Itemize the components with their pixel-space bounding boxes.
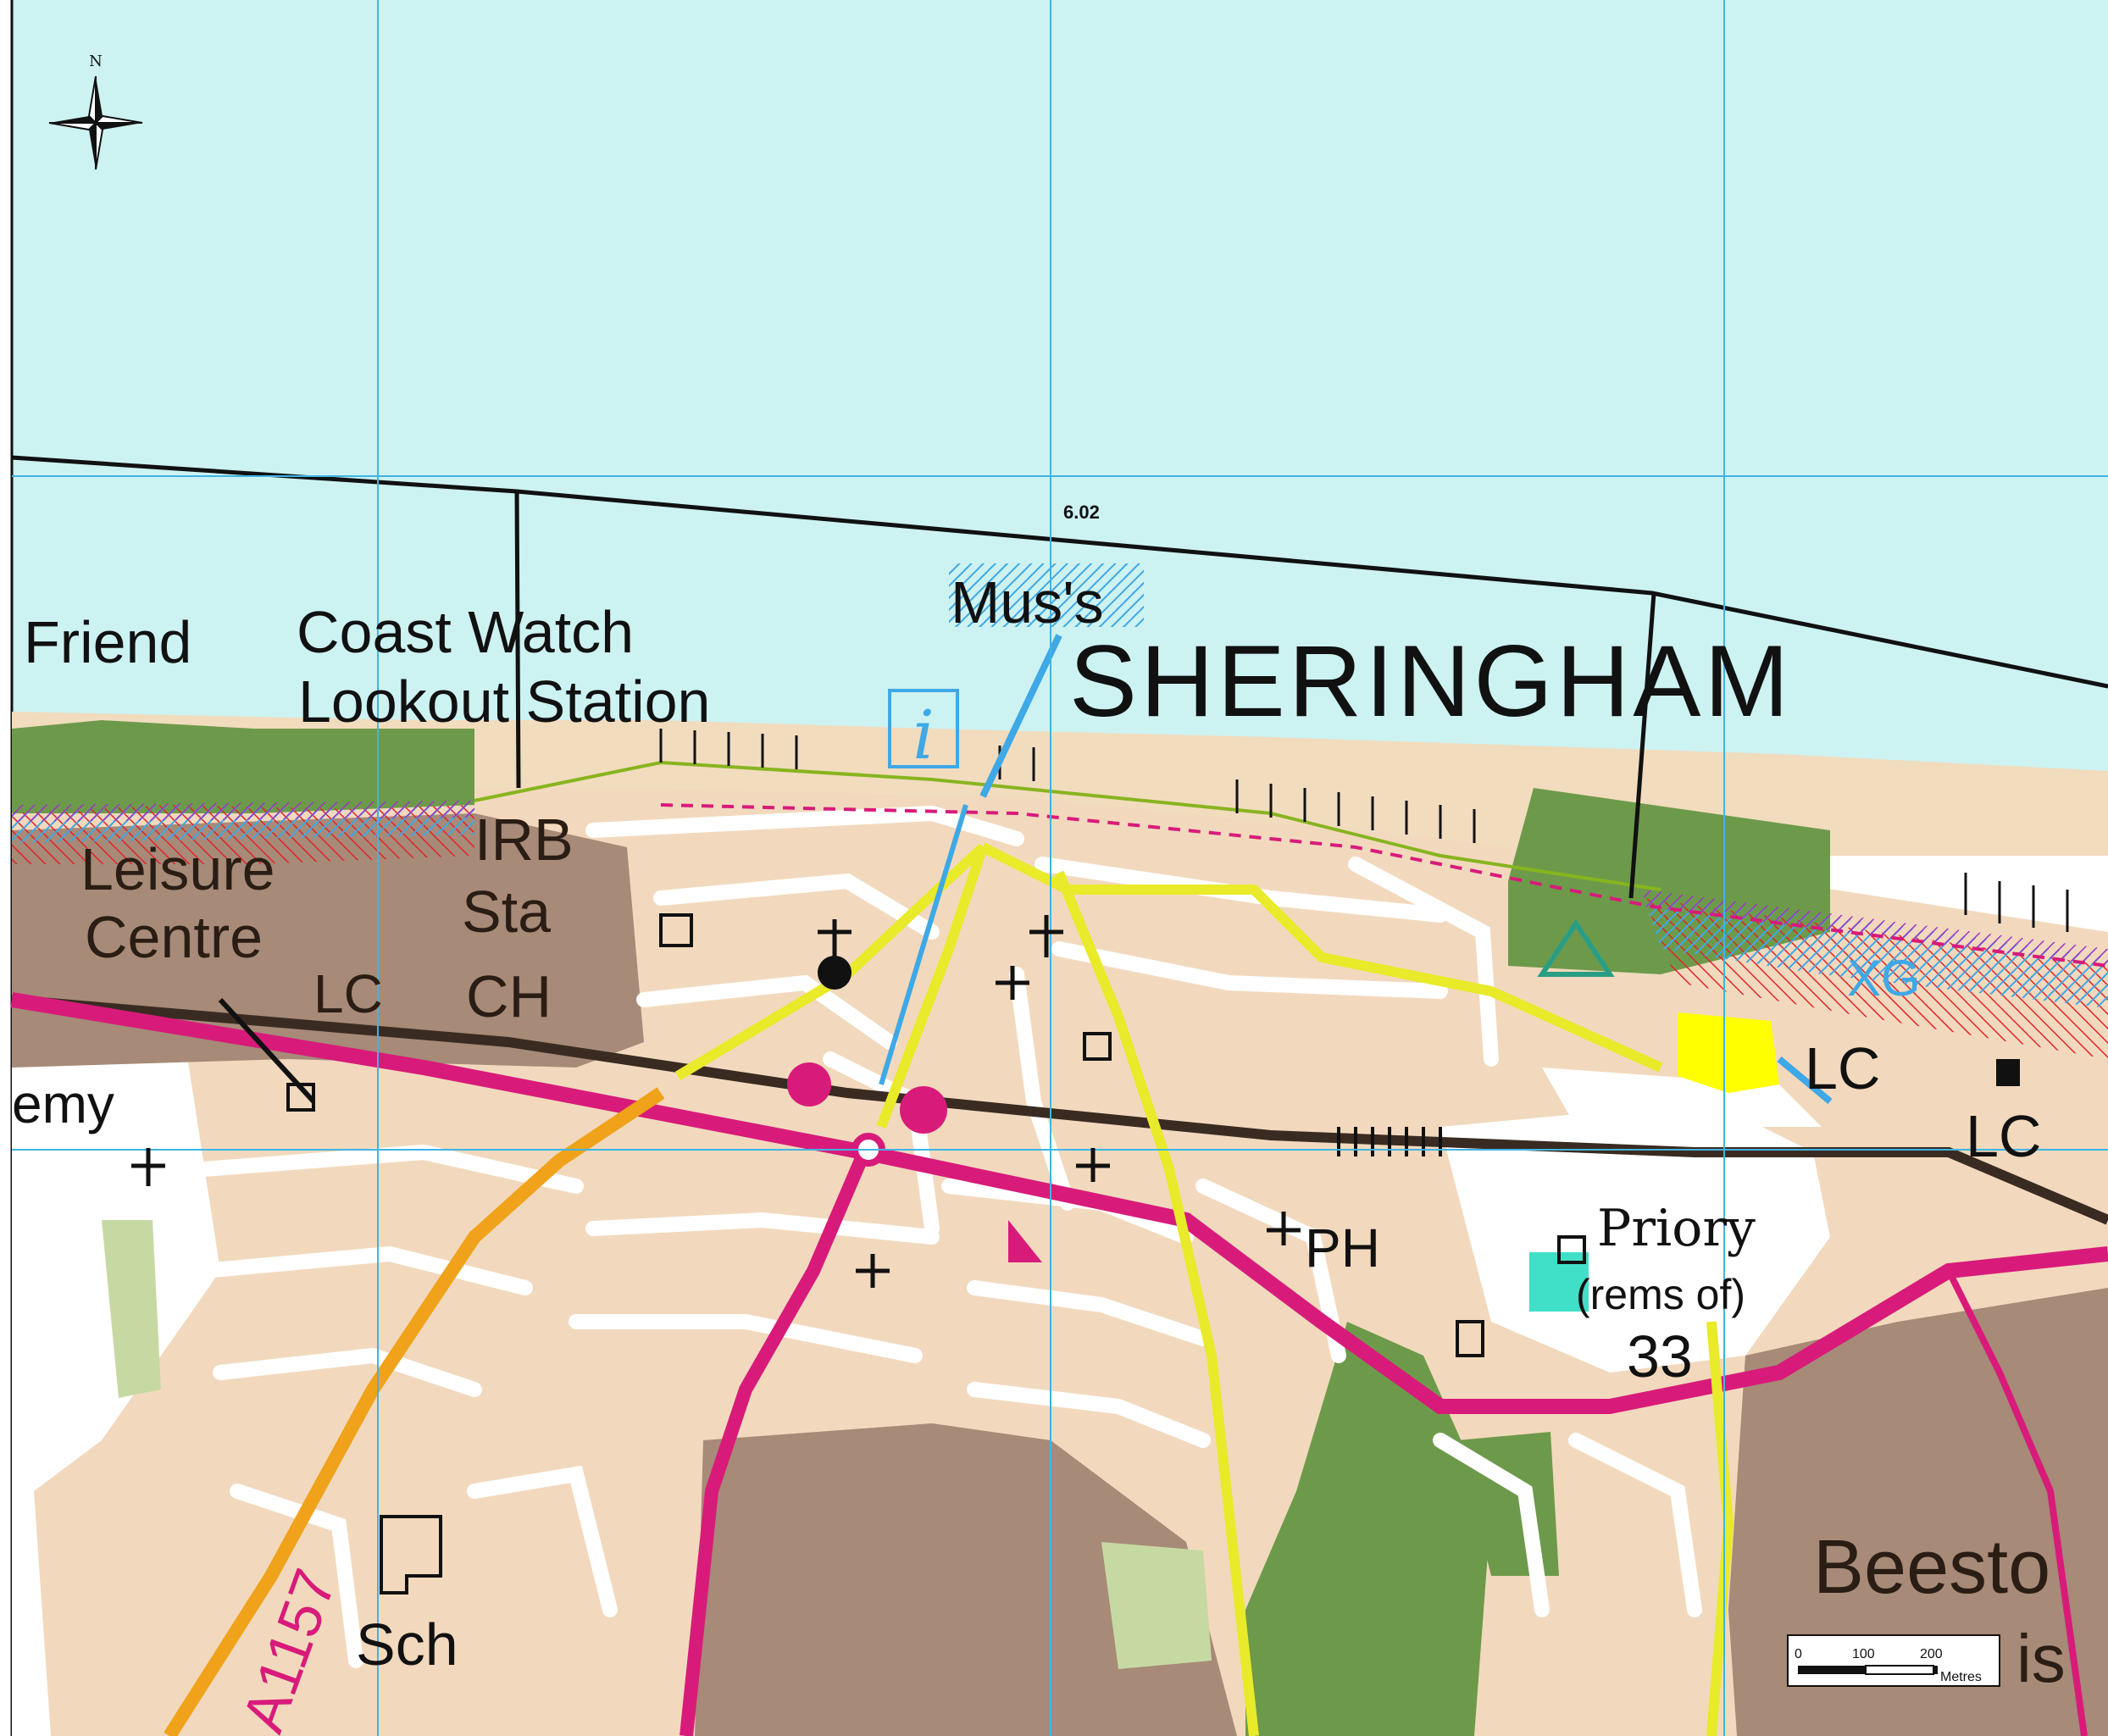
label-coast-watch: Coast Watch	[297, 599, 634, 665]
label-leisure: Leisure	[80, 836, 275, 902]
label-beeston: Beesto	[1813, 1525, 2050, 1610]
label-priory: Priory	[1597, 1199, 1756, 1258]
hatched-zone-west-purple	[12, 801, 474, 822]
scale-unit-label: Metres	[1940, 1670, 1982, 1684]
label-rems-of: (rems of)	[1576, 1271, 1745, 1318]
scale-bar: 0 100 200 Metres	[1787, 1634, 2000, 1687]
label-spot-height: 33	[1627, 1323, 1693, 1389]
label-sta: Sta	[462, 879, 551, 945]
zone-boundaries	[11, 455, 2108, 899]
green-area-west-coast	[12, 720, 474, 813]
label-lc-east-1: LC	[1805, 1035, 1880, 1101]
yellow-area	[1678, 1012, 1779, 1093]
map-left-margin	[0, 0, 12, 1736]
label-emy: emy	[12, 1073, 114, 1134]
green-area-west-strip	[102, 1220, 161, 1398]
railway	[11, 995, 2108, 1225]
sea-area	[12, 0, 2108, 813]
zone-id-label: 6.02	[1063, 502, 1100, 523]
open-land-east	[1542, 1068, 1822, 1127]
label-xg: XG	[1847, 950, 1921, 1007]
grid-lines	[12, 0, 2108, 1736]
scale-tick-200: 200	[1920, 1647, 1943, 1661]
info-pointer-line	[879, 804, 968, 1085]
a-road-south	[680, 1149, 871, 1736]
label-lookout-station: Lookout Station	[298, 668, 710, 735]
label-town-name: SHERINGHAM	[1069, 624, 1792, 738]
hatched-zone-east-purple	[1644, 890, 2108, 966]
tourist-info-box[interactable]	[888, 689, 959, 768]
coast-path	[474, 760, 1661, 891]
brown-area-west	[12, 813, 644, 1068]
label-centre: Centre	[85, 904, 263, 970]
tourist-info-icon: i	[913, 696, 935, 774]
footpath-dashed	[660, 803, 2108, 968]
cliff-ticks	[659, 729, 2069, 932]
label-museums: Mus's	[951, 569, 1104, 635]
brown-area-south-centre	[695, 1423, 1237, 1736]
label-ch: CH	[466, 963, 552, 1029]
scale-tick-0: 0	[1795, 1647, 1802, 1661]
east-pointer	[1777, 1056, 1833, 1105]
label-friend: Friend	[24, 609, 191, 675]
railway-ticks	[1337, 1127, 1442, 1156]
museum-pointer	[979, 634, 1062, 798]
church-tower-symbol	[818, 956, 852, 990]
green-area-south	[1245, 1322, 1491, 1736]
label-school: Sch	[356, 1611, 458, 1678]
east-church-symbol	[1996, 1059, 2020, 1086]
scale-tick-100: 100	[1852, 1647, 1875, 1661]
camping-triangle	[1537, 918, 1615, 977]
hatched-zone-east-blue	[1644, 898, 2108, 1008]
poi-dot-2	[900, 1086, 947, 1134]
red-triangle	[1008, 1220, 1042, 1262]
leisure-pointer	[218, 997, 316, 1104]
poi-dot-1	[787, 1062, 831, 1106]
label-lc-east-2: LC	[1966, 1103, 2041, 1169]
open-land-west	[12, 1051, 220, 1736]
label-irb: IRB	[474, 807, 574, 873]
building-outlines	[286, 913, 1586, 1595]
hatched-museum	[949, 563, 1144, 627]
label-lc-west: LC	[313, 963, 383, 1024]
compass-north-label: N	[89, 53, 103, 70]
green-area-small	[1101, 1542, 1212, 1669]
a-road-east	[1945, 1269, 2088, 1736]
compass-rose	[48, 75, 143, 170]
label-ph: PH	[1305, 1217, 1380, 1278]
church-symbols	[131, 915, 1301, 1288]
